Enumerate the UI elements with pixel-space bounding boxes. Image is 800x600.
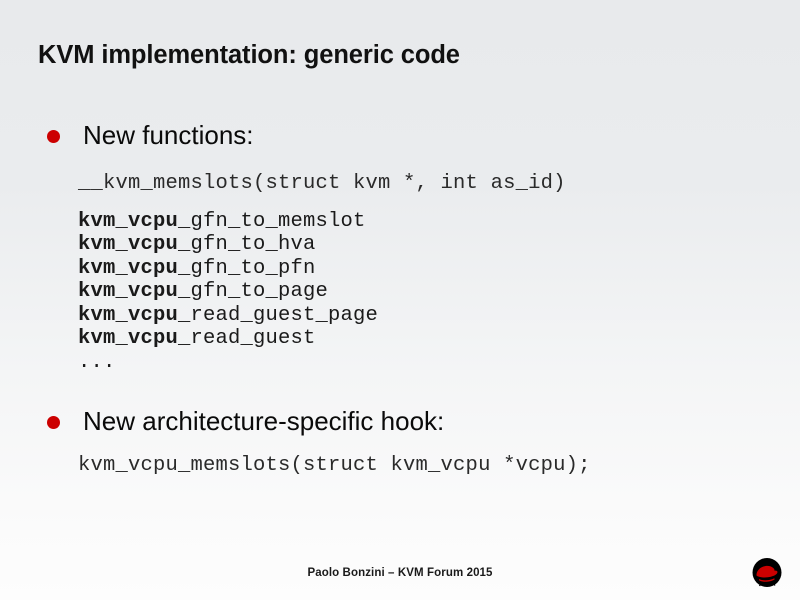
page-title: KVM implementation: generic code [38,41,460,69]
code-prefix: kvm_vcpu_ [78,256,191,280]
code-prefix: kvm_vcpu_ [78,327,191,350]
spacer [0,438,800,454]
code-prefix: kvm_vcpu_ [78,280,191,303]
code-line: kvm_vcpu_read_guest_page [78,304,800,328]
bullet-label: New architecture-specific hook: [83,406,445,436]
code-suffix: read_guest [190,327,316,350]
code-line: kvm_vcpu_gfn_to_page [78,280,800,304]
code-line: kvm_vcpu_gfn_to_hva [78,233,800,257]
code-line: kvm_vcpu_gfn_to_pfn [78,257,800,281]
code-line-ellipsis: ... [78,350,116,374]
spacer [0,152,800,172]
slide-footer: Paolo Bonzini – KVM Forum 2015 [307,567,493,579]
code-suffix: gfn_to_memslot [190,209,366,233]
code-line: kvm_vcpu_read_guest [78,327,800,351]
code-block-arch-hook: kvm_vcpu_memslots(struct kvm_vcpu *vcpu)… [0,454,800,478]
bullet-item-new-functions: New functions: [0,118,800,152]
code-line-kvm-memslots: __kvm_memslots(struct kvm *, int as_id) [78,172,566,195]
code-prefix: kvm_vcpu_ [78,303,191,327]
code-suffix: gfn_to_hva [190,233,316,256]
code-prefix: kvm_vcpu_ [78,233,191,256]
code-line: kvm_vcpu_gfn_to_memslot [78,210,800,234]
bullet-dot-icon [47,130,60,143]
slide-body: New functions: __kvm_memslots(struct kvm… [0,118,800,478]
code-suffix: gfn_to_page [190,280,329,303]
code-suffix: gfn_to_pfn [190,256,316,280]
code-line-kvm-vcpu-memslots: kvm_vcpu_memslots(struct kvm_vcpu *vcpu)… [78,454,591,477]
spacer [0,374,800,404]
code-block-generic-functions: __kvm_memslots(struct kvm *, int as_id) … [0,172,800,374]
code-suffix: read_guest_page [190,303,379,327]
bullet-dot-icon [47,416,60,429]
bullet-label: New functions: [83,120,254,150]
bullet-item-arch-hook: New architecture-specific hook: [0,404,800,438]
code-prefix: kvm_vcpu_ [78,209,191,233]
red-hat-shadowman-logo [746,554,788,594]
spacer [78,196,800,210]
